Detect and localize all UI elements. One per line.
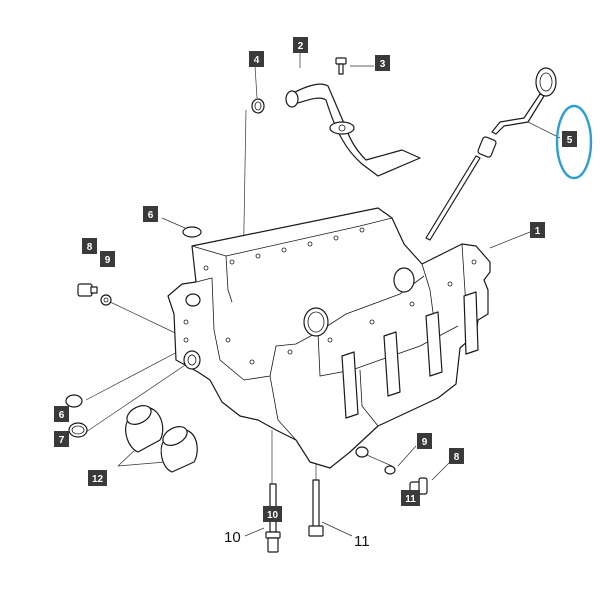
oil-pan-rib-1	[341, 351, 359, 419]
sleeve-12-a[interactable]	[124, 402, 164, 453]
svg-text:6: 6	[59, 410, 65, 421]
label-bolt-11: 11	[354, 533, 370, 550]
svg-text:1: 1	[535, 226, 541, 237]
callout-10[interactable]: 10	[263, 506, 282, 522]
dipstick-handle	[535, 67, 557, 97]
callout-11[interactable]: 11	[401, 490, 420, 506]
svg-text:8: 8	[87, 242, 93, 253]
svg-text:4: 4	[254, 55, 260, 66]
front-port-lower	[183, 350, 201, 370]
callout-5[interactable]: 5	[562, 131, 577, 147]
svg-text:11: 11	[405, 494, 416, 505]
leader-line-6a	[161, 217, 186, 229]
oil-pan[interactable]	[167, 207, 491, 469]
leader-line-5	[523, 119, 561, 139]
svg-text:12: 12	[92, 474, 104, 485]
svg-text:5: 5	[567, 135, 573, 146]
callout-9-right[interactable]: 9	[417, 433, 432, 449]
callout-9-left[interactable]: 9	[100, 251, 115, 267]
highlight-ring-5	[555, 104, 593, 180]
callout-tags: 1 2 3 4 5 6 6 7 8 8 9 9 10 11 12	[54, 37, 577, 522]
sleeve-12-b[interactable]	[160, 423, 198, 473]
drain-plug-8-left[interactable]	[77, 283, 98, 297]
leader-line-7	[85, 354, 201, 433]
svg-text:7: 7	[59, 435, 65, 446]
leader-line-12b	[117, 461, 166, 467]
washer-9-left[interactable]	[100, 294, 112, 306]
tube-opening	[285, 90, 299, 108]
oil-pan-port	[393, 267, 415, 293]
svg-text:6: 6	[148, 210, 154, 221]
leader-line-8b	[431, 461, 451, 481]
callout-2[interactable]: 2	[293, 37, 308, 53]
tube-bracket	[329, 121, 355, 135]
callout-8-left[interactable]: 8	[82, 238, 97, 254]
filler-tube[interactable]	[285, 83, 421, 177]
leader-line-4-tag	[254, 65, 258, 99]
oil-pan-rib-3	[425, 311, 443, 377]
callout-1[interactable]: 1	[530, 222, 545, 238]
dipstick-cap	[477, 136, 497, 158]
seal-ring-7[interactable]	[68, 422, 88, 438]
leader-line-9b	[397, 445, 417, 467]
leader-line-11-label	[321, 521, 353, 537]
leader-line-12a	[117, 449, 136, 467]
callout-6-lower[interactable]: 6	[54, 406, 69, 422]
bolt-11[interactable]	[308, 479, 324, 537]
svg-text:2: 2	[298, 41, 304, 52]
leader-line-1	[489, 231, 531, 249]
front-port-upper	[185, 293, 201, 307]
dipstick[interactable]	[425, 67, 557, 241]
callout-12[interactable]: 12	[88, 470, 107, 486]
svg-text:3: 3	[380, 59, 386, 70]
o-ring-4[interactable]	[251, 98, 265, 114]
callout-4[interactable]: 4	[249, 51, 264, 67]
washer-9-right[interactable]	[384, 465, 396, 475]
svg-text:9: 9	[422, 437, 428, 448]
svg-text:10: 10	[267, 510, 279, 521]
callout-6-upper[interactable]: 6	[143, 206, 158, 222]
leader-line-10-label	[244, 527, 265, 537]
svg-text:8: 8	[454, 452, 460, 463]
o-ring-6-lower[interactable]	[65, 394, 83, 408]
o-ring-6-upper[interactable]	[182, 226, 202, 238]
callout-8-right[interactable]: 8	[449, 448, 464, 464]
drain-port	[355, 446, 369, 458]
oil-pan-rib-4	[463, 291, 479, 355]
svg-text:9: 9	[105, 255, 111, 266]
flange-bolt-holes	[183, 227, 477, 365]
bracket-screw[interactable]	[335, 57, 347, 75]
callout-7[interactable]: 7	[54, 431, 69, 447]
oil-pan-rib-2	[383, 331, 401, 397]
callout-3[interactable]: 3	[375, 55, 390, 71]
label-bolt-10: 10	[224, 529, 241, 546]
